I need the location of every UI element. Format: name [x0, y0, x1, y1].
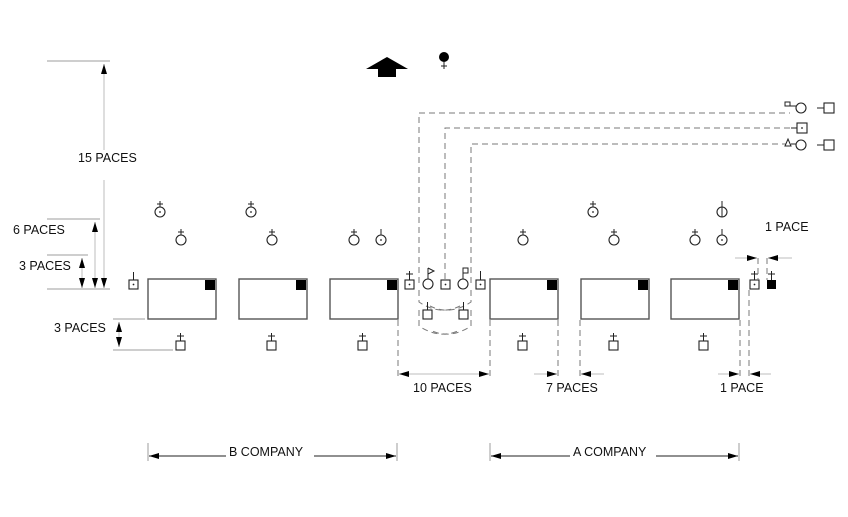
sergeant-symbol: [608, 229, 620, 246]
platoon-block: [238, 278, 308, 320]
sergeant-symbol: [175, 229, 187, 246]
dimension-3-paces-lower: 3 PACES: [54, 318, 173, 351]
platoon-block: [489, 278, 559, 320]
pennant-circle-icon: [422, 267, 436, 290]
square-staff-icon: [817, 102, 835, 114]
platoon: [329, 229, 399, 351]
platoon: [147, 201, 217, 351]
platoon: [670, 201, 740, 351]
label-1-pace-right: 1 PACE: [765, 220, 809, 234]
guide-square-left: [404, 271, 415, 290]
platoon: [238, 201, 308, 351]
dimension-7-paces: 7 PACES: [534, 320, 604, 395]
dimension-1-pace-bottom: 1 PACE: [718, 290, 771, 395]
sergeant-symbol: [348, 229, 360, 246]
dotted-guide-square: [749, 271, 760, 290]
leader-symbol: [154, 201, 166, 218]
triangle-circle-icon: [784, 137, 807, 151]
label-1-pace-bottom: 1 PACE: [720, 381, 764, 395]
label-3-paces-upper: 3 PACES: [19, 259, 71, 273]
pennant-square-circle-icon: [784, 101, 807, 114]
dimension-6-paces: 6 PACES: [13, 218, 100, 288]
command-group: [404, 112, 790, 335]
platoon-leader-marker: [387, 280, 397, 290]
platoon-leader-marker: [296, 280, 306, 290]
platoon-leader-marker: [638, 280, 648, 290]
square-staff-icon: [817, 139, 835, 151]
platoon-block: [580, 278, 650, 320]
guide-markers-right: 1 PACE: [735, 220, 809, 290]
platoon-block: [670, 278, 740, 320]
sergeant-symbol: [716, 229, 728, 246]
sergeant-symbol: [689, 229, 701, 246]
b-company-span: B COMPANY: [147, 443, 398, 461]
platoon-leader-marker: [728, 280, 738, 290]
dimension-3-paces-upper: 3 PACES: [19, 254, 110, 290]
platoon: [489, 229, 559, 351]
label-15-paces: 15 PACES: [78, 151, 137, 165]
dotted-square-staff-icon: [791, 122, 808, 134]
guide-square-right: [475, 271, 486, 290]
dotted-square-icon: [440, 279, 451, 290]
platoon: [580, 201, 650, 351]
sergeant-symbol: [375, 229, 387, 246]
label-b-company: B COMPANY: [229, 445, 304, 459]
sergeant-symbol: [266, 229, 278, 246]
label-3-paces-lower: 3 PACES: [54, 321, 106, 335]
arrow-up-icon: [366, 57, 408, 77]
flag-circle-icon: [457, 267, 469, 290]
leader-symbol: [587, 201, 599, 218]
rear-guide-square: [266, 333, 277, 351]
sergeant-symbol: [517, 229, 529, 246]
rear-guide-square: [357, 333, 368, 351]
right-key: [784, 101, 835, 151]
dimension-10-paces: 10 PACES: [397, 320, 491, 395]
a-company-span: A COMPANY: [489, 443, 740, 461]
leader-symbol: [716, 201, 728, 218]
label-a-company: A COMPANY: [573, 445, 647, 459]
leader-symbol: [245, 201, 257, 218]
platoon-block: [329, 278, 399, 320]
guide-marker-left: [128, 272, 139, 290]
rear-guide-square: [698, 333, 709, 351]
platoon-block: [147, 278, 217, 320]
platoon-leader-marker: [547, 280, 557, 290]
platoon-leader-marker: [205, 280, 215, 290]
filled-guide-square: [767, 271, 776, 289]
label-10-paces: 10 PACES: [413, 381, 472, 395]
square-staff-left: [422, 302, 433, 320]
rear-guide-square: [608, 333, 619, 351]
label-6-paces: 6 PACES: [13, 223, 65, 237]
rear-guide-square: [517, 333, 528, 351]
label-7-paces: 7 PACES: [546, 381, 598, 395]
rear-guide-square: [175, 333, 186, 351]
filled-commander-icon: [439, 52, 449, 69]
platoons: [147, 201, 740, 351]
dimension-15-paces: 15 PACES: [47, 60, 137, 288]
square-staff-right: [458, 302, 469, 320]
